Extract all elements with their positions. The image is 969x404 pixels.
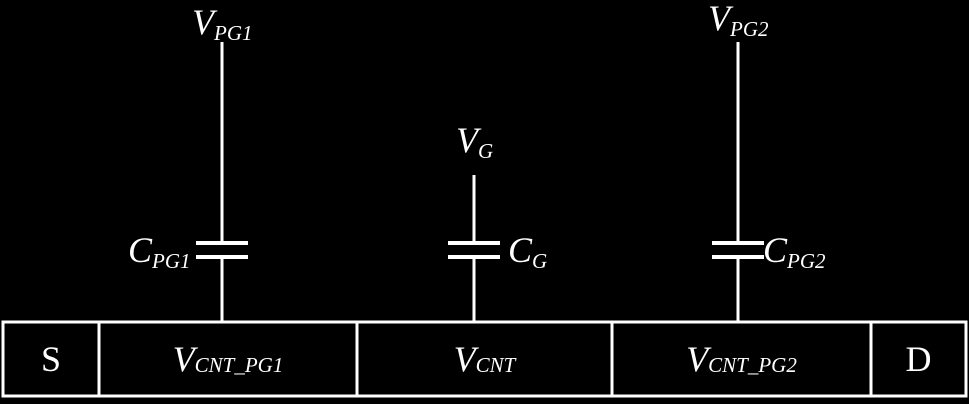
vcnt-pg1-sub: CNT_PG1: [194, 352, 284, 377]
vpg2-sub: PG2: [730, 17, 769, 41]
source-label: S: [3, 322, 99, 396]
cpg1-main: C: [128, 230, 153, 270]
cg-main: C: [508, 230, 533, 270]
vcnt-main: V: [453, 339, 476, 379]
cpg1-label: CPG1: [128, 230, 191, 272]
vg-label: VG: [456, 120, 493, 162]
vg-sub: G: [478, 139, 494, 163]
drain-label: D: [871, 322, 966, 396]
vg-main: V: [456, 120, 478, 160]
cpg2-label: CPG2: [763, 230, 826, 272]
vpg2-label: VPG2: [708, 0, 769, 40]
vcnt-sub: CNT: [475, 352, 516, 377]
vcnt-pg2-sub: CNT_PG2: [708, 352, 797, 377]
vcnt-pg2-main: V: [686, 339, 709, 379]
drain-text: D: [905, 339, 932, 379]
cg-sub: G: [532, 249, 548, 273]
channel-box: [1, 320, 968, 398]
cpg2-main: C: [763, 230, 788, 270]
vpg2-main: V: [708, 0, 730, 38]
source-text: S: [40, 339, 62, 379]
cpg1-sub: PG1: [152, 249, 191, 273]
cpg2-sub: PG2: [787, 249, 826, 273]
vpg1-main: V: [192, 2, 214, 42]
vcnt-pg1-main: V: [172, 339, 195, 379]
vpg1-sub: PG1: [214, 21, 253, 45]
vpg1-label: VPG1: [192, 2, 253, 44]
cg-label: CG: [508, 230, 547, 272]
